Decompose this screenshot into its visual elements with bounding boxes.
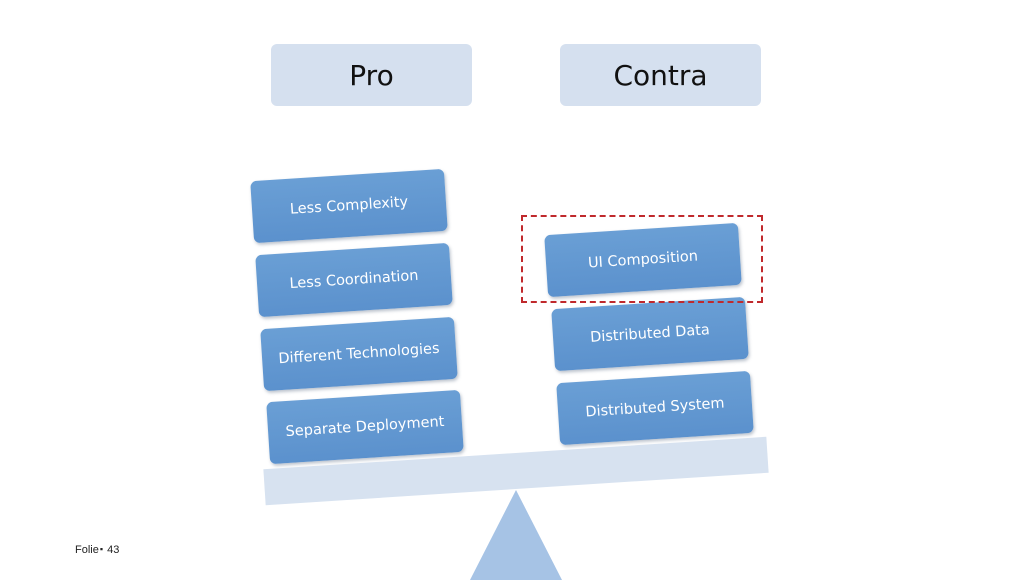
contra-item-label: Distributed Data bbox=[589, 322, 711, 346]
pro-item-label: Different Technologies bbox=[277, 340, 441, 368]
pro-item-separate-deployment: Separate Deployment bbox=[266, 389, 464, 465]
contra-item-label: Distributed System bbox=[584, 395, 726, 421]
contra-header: Contra bbox=[560, 44, 761, 106]
pro-item-label: Separate Deployment bbox=[285, 413, 445, 441]
footer-label: Folie bbox=[75, 544, 99, 556]
footer-separator: ▪ bbox=[99, 544, 104, 554]
contra-item-distributed-data: Distributed Data bbox=[551, 296, 749, 372]
balance-fulcrum bbox=[470, 490, 562, 580]
slide-footer: Folie▪ 43 bbox=[75, 544, 119, 556]
pro-item-label: Less Complexity bbox=[289, 194, 409, 218]
pro-item-label: Less Coordination bbox=[289, 267, 419, 293]
pro-item-different-technologies: Different Technologies bbox=[260, 316, 458, 392]
pro-header-label: Pro bbox=[349, 58, 394, 92]
pro-header: Pro bbox=[271, 44, 472, 106]
contra-item-distributed-system: Distributed System bbox=[556, 370, 754, 446]
pro-item-less-complexity: Less Complexity bbox=[250, 168, 448, 244]
contra-header-label: Contra bbox=[613, 58, 708, 92]
slide-number: 43 bbox=[107, 544, 120, 556]
pro-item-less-coordination: Less Coordination bbox=[255, 242, 453, 318]
highlight-frame bbox=[521, 215, 763, 303]
